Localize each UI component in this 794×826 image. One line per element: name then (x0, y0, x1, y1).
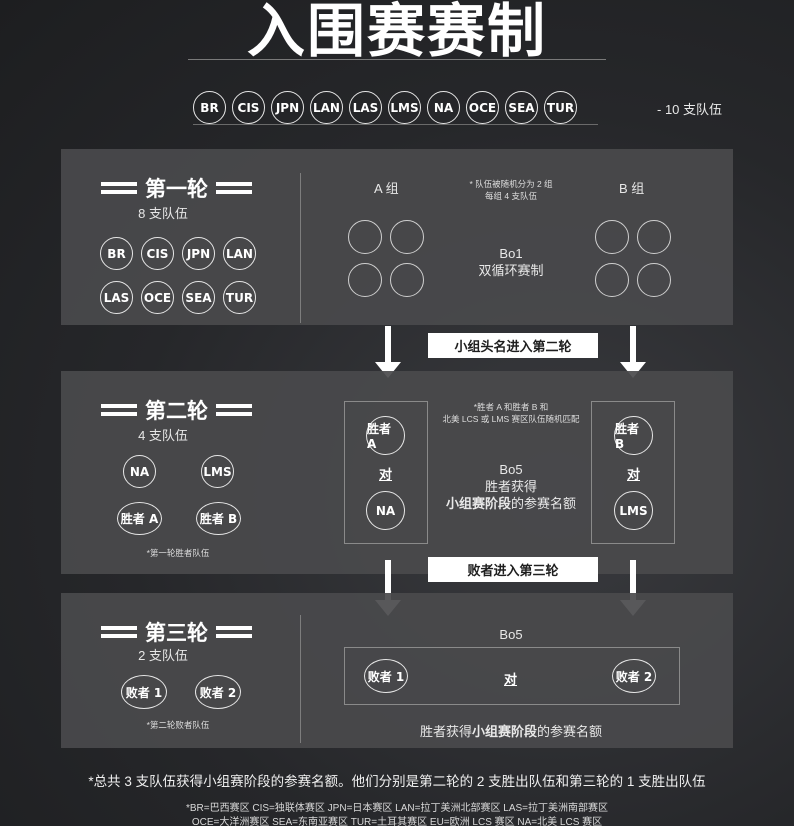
round1-heading: 第一轮 (101, 173, 252, 203)
team-badge: NA (123, 455, 156, 488)
region-badge: JPN (271, 91, 304, 124)
region-badge: LAS (349, 91, 382, 124)
group-slot (348, 220, 382, 254)
match-box (344, 647, 680, 705)
round2-title: 第二轮 (145, 400, 208, 423)
page-title: 入围赛赛制 (246, 0, 547, 65)
advance-banner: 败者进入第三轮 (428, 557, 598, 582)
group-slot (595, 220, 629, 254)
round1-team-count: 8 支队伍 (138, 206, 188, 221)
round1-panel: 第一轮 8 支队伍 BR CIS JPN LAN LAS OCE SEA TUR… (61, 149, 733, 325)
team-badge: 胜者 B (196, 502, 241, 535)
round1-title: 第一轮 (145, 178, 208, 201)
region-badge: NA (427, 91, 460, 124)
legend-line: *BR=巴西赛区 CIS=独联体赛区 JPN=日本赛区 LAN=拉丁美洲北部赛区… (185, 803, 608, 814)
region-badge: LMS (388, 91, 421, 124)
bars-icon (216, 404, 252, 416)
divider (300, 173, 301, 323)
team-badge: SEA (182, 281, 215, 314)
advance-banner: 小组头名进入第二轮 (428, 333, 598, 358)
team-badge: 败者 2 (195, 675, 241, 709)
team-badge: 败者 2 (612, 659, 656, 693)
round3-format: Bo5 (499, 627, 523, 642)
team-badge: LAN (223, 237, 256, 270)
round2-team-count: 4 支队伍 (138, 428, 188, 443)
team-badge: JPN (182, 237, 215, 270)
team-badge: 胜者 B (614, 416, 653, 455)
group-slot (595, 263, 629, 297)
summary-note: *总共 3 支队伍获得小组赛阶段的参赛名额。他们分别是第二轮的 2 支胜出队伍和… (88, 774, 706, 789)
region-badge: LAN (310, 91, 343, 124)
region-underline (193, 124, 598, 125)
vs-label: 对 (504, 672, 518, 687)
region-badge: CIS (232, 91, 265, 124)
group-slot (348, 263, 382, 297)
team-badge: 胜者 A (117, 502, 162, 535)
team-badge: NA (366, 491, 405, 530)
round2-heading: 第二轮 (101, 395, 252, 425)
region-badge: BR (193, 91, 226, 124)
team-badge: 败者 1 (364, 659, 408, 693)
team-badge: CIS (141, 237, 174, 270)
round3-result: 胜者获得小组赛阶段的参赛名额 (419, 724, 603, 739)
match-box-left (344, 401, 428, 544)
team-badge: 败者 1 (121, 675, 167, 709)
team-badge: LMS (201, 455, 234, 488)
divider (300, 615, 301, 743)
round3-panel: 第三轮 2 支队伍 败者 1 败者 2 *第二轮败者队伍 Bo5 败者 1 对 … (61, 593, 733, 748)
round1-note: * 队伍被随机分为 2 组 每组 4 支队伍 (469, 179, 553, 201)
round1-format: Bo1 双循环赛制 (478, 246, 544, 278)
group-slot (390, 263, 424, 297)
region-list: BR CIS JPN LAN LAS LMS NA OCE SEA TUR (193, 91, 598, 125)
bars-icon (101, 404, 137, 416)
round2-footnote: *第一轮胜者队伍 (146, 548, 210, 558)
region-badge: OCE (466, 91, 499, 124)
legend-line: OCE=大洋洲赛区 SEA=东南亚赛区 TUR=土耳其赛区 EU=欧洲 LCS … (191, 817, 603, 826)
title-underline (188, 59, 606, 60)
match-box-right (591, 401, 675, 544)
round3-team-count: 2 支队伍 (138, 648, 188, 663)
vs-label: 对 (627, 467, 641, 482)
group-slot (637, 263, 671, 297)
team-badge: LAS (100, 281, 133, 314)
round3-title: 第三轮 (145, 622, 208, 645)
round3-footnote: *第二轮败者队伍 (146, 720, 210, 730)
team-badge: BR (100, 237, 133, 270)
region-badge: TUR (544, 91, 577, 124)
bars-icon (101, 182, 137, 194)
round3-heading: 第三轮 (101, 617, 252, 647)
round2-format: Bo5 胜者获得 小组赛阶段的参赛名额 (445, 462, 577, 511)
region-badge: SEA (505, 91, 538, 124)
team-badge: OCE (141, 281, 174, 314)
round2-note: *胜者 A 和胜者 B 和 北美 LCS 或 LMS 赛区队伍随机匹配 (442, 402, 580, 424)
bars-icon (216, 182, 252, 194)
group-slot (637, 220, 671, 254)
team-total: - 10 支队伍 (657, 102, 723, 117)
round2-panel: 第二轮 4 支队伍 NA LMS 胜者 A 胜者 B *第一轮胜者队伍 胜者 A… (61, 371, 733, 574)
group-slot (390, 220, 424, 254)
team-badge: TUR (223, 281, 256, 314)
group-a-label: A 组 (374, 181, 399, 196)
bars-icon (101, 626, 137, 638)
team-badge: LMS (614, 491, 653, 530)
team-badge: 胜者 A (366, 416, 405, 455)
vs-label: 对 (379, 467, 393, 482)
bars-icon (216, 626, 252, 638)
group-b-label: B 组 (619, 181, 645, 196)
